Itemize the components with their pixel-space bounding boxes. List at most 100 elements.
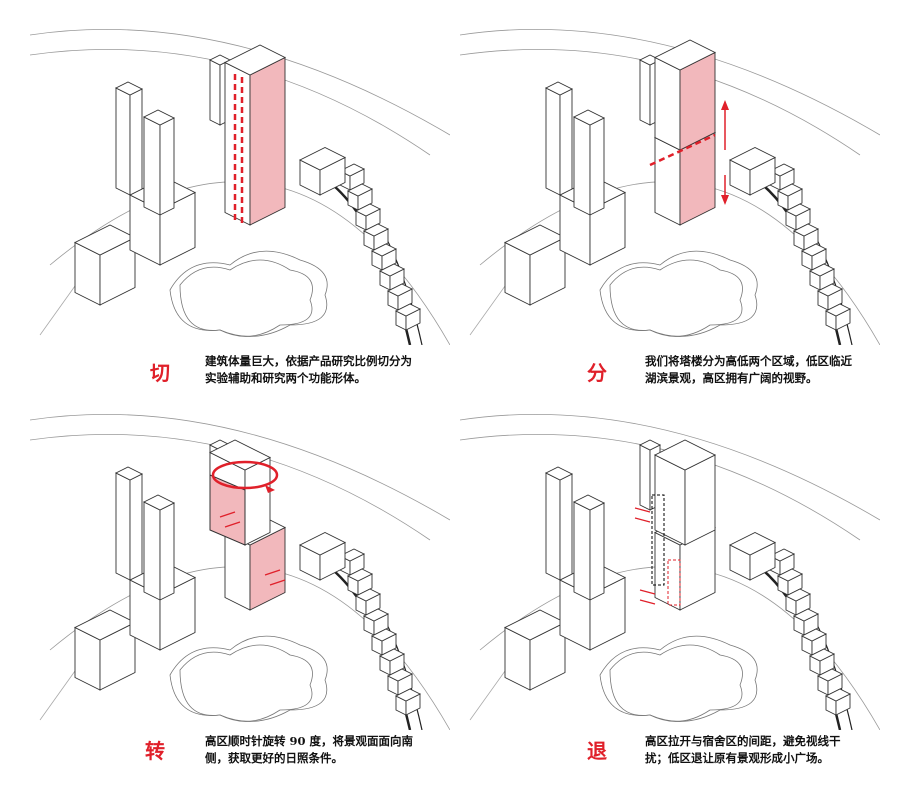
tower-building bbox=[573, 116, 591, 216]
low-building bbox=[776, 183, 804, 197]
sunlight-arrow-icon bbox=[269, 579, 286, 586]
massing-diagram-cut bbox=[30, 28, 450, 345]
diagram-panel-cut: 切 建筑体量巨大，依据产品研究比例切分为实验辅助和研究两个功能形体。 bbox=[30, 15, 450, 395]
tower-building bbox=[115, 87, 131, 196]
keyword-split: 分 bbox=[587, 361, 607, 385]
sunlight-arrow-icon bbox=[264, 569, 281, 576]
sunlight-arrow-icon bbox=[224, 521, 241, 528]
low-building bbox=[776, 568, 804, 582]
caption-rotate: 高区顺时针旋转 90 度，将景观面面向南侧，获取更好的日照条件。 bbox=[205, 734, 414, 765]
road-curve bbox=[460, 413, 880, 521]
caption-retreat: 高区拉开与宿舍区的间距，避免视线干扰；低区退让原有景观形成小广场。 bbox=[645, 734, 841, 765]
low-building bbox=[824, 688, 852, 702]
lake-outline bbox=[599, 250, 758, 337]
tower-building bbox=[545, 87, 561, 196]
low-building bbox=[362, 223, 390, 237]
low-building bbox=[346, 183, 374, 197]
tower-building bbox=[159, 117, 175, 216]
rotate-arrow-icon bbox=[211, 460, 279, 490]
block-building bbox=[73, 224, 137, 256]
low-building bbox=[816, 668, 844, 682]
research-tower bbox=[224, 61, 251, 226]
tower-building bbox=[159, 502, 175, 601]
block-building bbox=[73, 609, 137, 641]
lake-outline bbox=[169, 250, 328, 337]
low-building bbox=[346, 568, 374, 582]
tower-building bbox=[544, 466, 574, 481]
low-building bbox=[800, 243, 828, 257]
tower-building bbox=[115, 472, 131, 581]
low-building bbox=[362, 608, 390, 622]
massing-diagram-split bbox=[460, 28, 880, 345]
low-building bbox=[298, 531, 347, 556]
tower-building bbox=[638, 439, 662, 451]
original-position-outline bbox=[651, 494, 665, 586]
caption-cut: 建筑体量巨大，依据产品研究比例切分为实验辅助和研究两个功能形体。 bbox=[205, 354, 412, 385]
tower-building bbox=[114, 466, 144, 481]
diagram-panel-split: 分 我们将塔楼分为高低两个区域，低区临近湖滨景观，高区拥有广阔的视野。 bbox=[460, 15, 880, 395]
low-building bbox=[298, 146, 347, 171]
massing-diagram-retreat bbox=[460, 413, 880, 730]
retreat-arrow-icon bbox=[639, 589, 656, 595]
tower-building bbox=[639, 444, 651, 511]
low-building bbox=[394, 688, 422, 702]
low-building bbox=[824, 303, 852, 317]
retreat-arrow-icon bbox=[639, 599, 656, 605]
south-facade bbox=[209, 474, 246, 546]
high-zone-block bbox=[654, 56, 681, 151]
high-zone-block bbox=[653, 439, 717, 471]
low-building bbox=[808, 648, 836, 662]
road-curve bbox=[30, 28, 450, 136]
low-building bbox=[792, 608, 820, 622]
high-zone-block bbox=[654, 454, 686, 546]
research-tower bbox=[223, 44, 287, 76]
road-curve bbox=[30, 413, 450, 521]
lake-outline bbox=[169, 635, 328, 722]
lake-outline bbox=[599, 635, 758, 722]
tower-building bbox=[143, 501, 161, 601]
low-zone-block bbox=[654, 136, 681, 226]
keyword-retreat: 退 bbox=[587, 739, 607, 763]
low-building bbox=[386, 283, 414, 297]
tower-building bbox=[142, 109, 176, 126]
low-building bbox=[394, 303, 422, 317]
tower-building bbox=[143, 116, 161, 216]
tower-building bbox=[545, 472, 561, 581]
low-building bbox=[370, 628, 398, 642]
high-zone-block bbox=[244, 456, 271, 546]
low-building bbox=[728, 531, 777, 556]
retreat-arrow-icon bbox=[634, 507, 651, 513]
low-building bbox=[792, 223, 820, 237]
diagram-panel-retreat: 退 高区拉开与宿舍区的间距，避免视线干扰；低区退让原有景观形成小广场。 bbox=[460, 400, 880, 780]
block-building bbox=[503, 609, 567, 641]
caption-split: 我们将塔楼分为高低两个区域，低区临近湖滨景观，高区拥有广阔的视野。 bbox=[645, 354, 852, 385]
low-building bbox=[728, 146, 777, 171]
tower-building bbox=[559, 88, 573, 196]
research-tower bbox=[249, 56, 286, 226]
tower-building bbox=[114, 81, 144, 96]
tower-building bbox=[573, 501, 591, 601]
tower-building bbox=[639, 59, 651, 126]
tower-building bbox=[129, 473, 143, 581]
tower-building bbox=[209, 59, 221, 126]
retreat-outline bbox=[667, 559, 681, 606]
rotate-arrow-icon bbox=[265, 485, 275, 493]
low-building bbox=[378, 263, 406, 277]
diagram-panel-rotate: 转 高区顺时针旋转 90 度，将景观面面向南侧，获取更好的日照条件。 bbox=[30, 400, 450, 780]
low-building bbox=[808, 263, 836, 277]
low-building bbox=[386, 668, 414, 682]
tower-building bbox=[559, 473, 573, 581]
tower-building bbox=[142, 494, 176, 511]
tower-building bbox=[572, 109, 606, 126]
tower-building bbox=[589, 117, 605, 216]
tower-building bbox=[589, 502, 605, 601]
tower-building bbox=[544, 81, 574, 96]
arrow-up-icon bbox=[721, 100, 729, 110]
low-building bbox=[784, 203, 812, 217]
massing-diagram-rotate bbox=[30, 413, 450, 730]
low-building bbox=[800, 628, 828, 642]
retreat-arrow-icon bbox=[634, 517, 651, 523]
tower-building bbox=[129, 88, 143, 196]
split-line bbox=[649, 133, 716, 167]
keyword-cut: 切 bbox=[150, 361, 170, 385]
